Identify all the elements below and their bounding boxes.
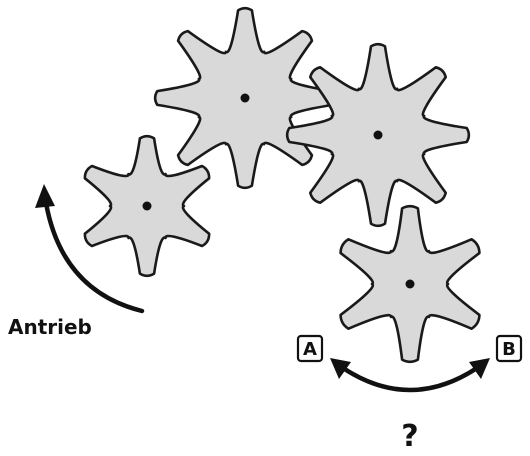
gear-large-top-left	[153, 6, 337, 190]
choice-arrow-arc	[340, 365, 480, 393]
drive-label: Antrieb	[8, 315, 92, 339]
direction-choice-arrow	[330, 358, 490, 393]
option-b-box[interactable]: B	[495, 334, 523, 363]
choice-arrow-head-b	[469, 358, 490, 379]
option-a-label: A	[303, 339, 317, 360]
gear-small-left	[83, 134, 211, 278]
gear-large-right	[285, 42, 471, 228]
gear-2-axle	[240, 93, 250, 103]
gear-4-axle	[405, 279, 415, 289]
option-a-box[interactable]: A	[296, 334, 324, 363]
gear-1-axle	[142, 201, 152, 211]
option-a-frame	[296, 334, 324, 363]
choice-arrow-head-a	[330, 358, 351, 379]
option-b-label: B	[502, 339, 516, 360]
question-mark: ?	[401, 419, 418, 454]
gear-3-axle	[373, 130, 383, 140]
drive-arrow-head	[35, 184, 55, 208]
drive-rotation-arrow	[35, 184, 145, 314]
drive-arrow-arc	[43, 200, 145, 314]
option-b-frame	[495, 334, 523, 363]
gear-small-bottom	[339, 204, 481, 364]
